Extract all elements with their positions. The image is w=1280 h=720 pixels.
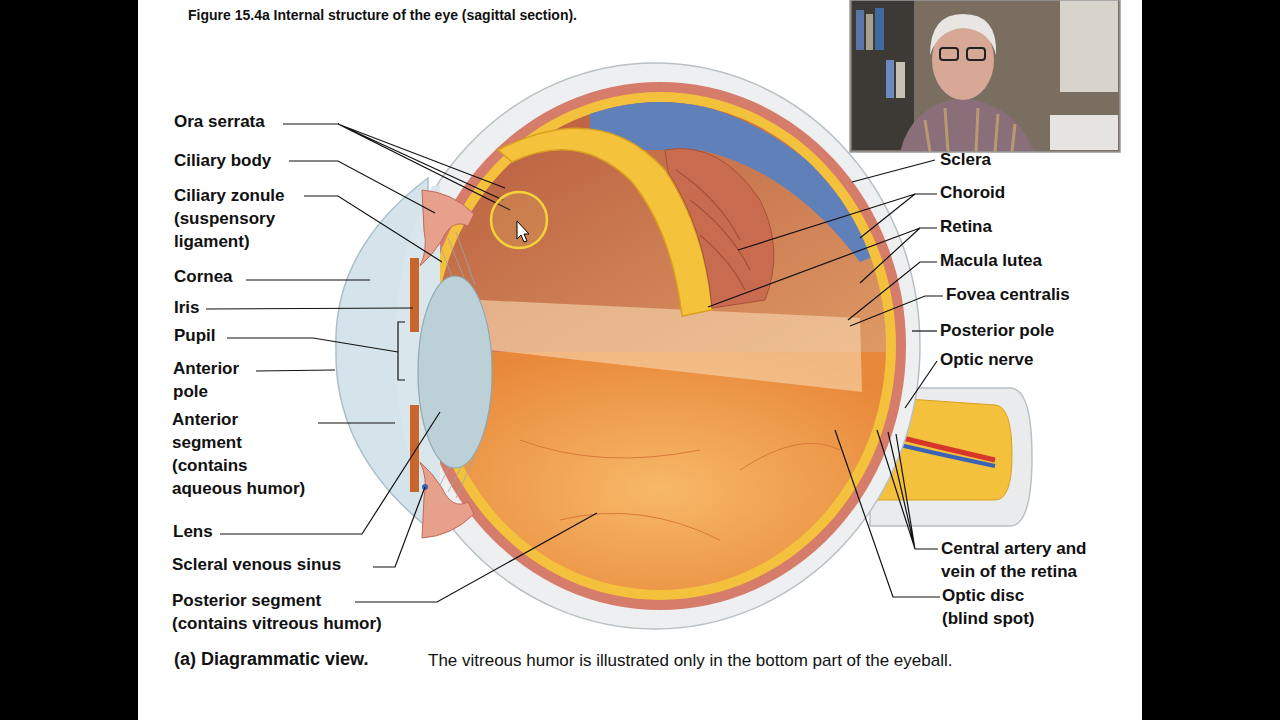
leader-lines [206, 124, 943, 602]
leader-line [227, 322, 405, 380]
leader-line [304, 196, 442, 262]
book [856, 10, 864, 50]
part-label: Fovea centralis [946, 283, 1070, 306]
part-label: Macula lutea [940, 249, 1042, 272]
leader-line [852, 160, 935, 182]
choroid-flap [665, 149, 774, 308]
page-panel [138, 0, 1142, 720]
leader-line [738, 194, 937, 250]
mouse-cursor [517, 221, 529, 242]
part-label: Posterior segment (contains vitreous hum… [172, 589, 390, 635]
part-label: Ciliary body [174, 149, 271, 172]
part-label: Lens [173, 520, 213, 543]
leader-line [905, 361, 937, 408]
part-label: Scleral venous sinus [172, 553, 341, 576]
part-label: Retina [940, 215, 992, 238]
shirt-stripes [925, 108, 1015, 152]
leader-line [708, 228, 937, 307]
leader-line [912, 330, 937, 331]
leader-line [256, 370, 335, 371]
leader-line [246, 279, 370, 280]
book [866, 14, 873, 50]
part-label: Posterior pole [940, 319, 1054, 342]
leader-line [283, 124, 510, 210]
part-label: Cornea [174, 265, 233, 288]
part-label: Sclera [940, 148, 991, 171]
part-label: Central artery and vein of the retina [941, 537, 1101, 583]
desk-items [1050, 115, 1118, 150]
leader-line [206, 308, 413, 309]
part-label: Anterior segment (contains aqueous humor… [172, 408, 310, 500]
leader-line [318, 422, 395, 423]
leader-line [850, 296, 943, 326]
figure-caption: (a) Diagrammatic view. [174, 648, 368, 671]
figure-title: Figure 15.4a Internal structure of the e… [188, 6, 577, 24]
window-light [1060, 0, 1118, 92]
part-label: Iris [174, 296, 200, 319]
leader-line [877, 430, 938, 549]
choroid-folds [676, 170, 750, 290]
book [886, 60, 894, 98]
ciliary-body-upper [420, 190, 474, 266]
part-label: Pupil [174, 324, 216, 347]
leader-line [220, 412, 440, 534]
part-label: Optic disc (blind spot) [942, 584, 1047, 630]
leader-line [355, 513, 597, 602]
book [896, 62, 905, 98]
part-label: Ora serrata [174, 110, 265, 133]
sclera-layer [390, 63, 920, 629]
vitreous-vessels [520, 440, 840, 540]
leader-line [835, 430, 940, 597]
section-plane [480, 300, 862, 392]
part-label: Ciliary zonule (suspensory ligament) [174, 184, 299, 253]
leader-line [848, 262, 937, 320]
ciliary-body-lower [420, 462, 474, 538]
part-label: Choroid [940, 181, 1005, 204]
bookshelf [852, 0, 914, 150]
iris-upper [410, 258, 419, 332]
webcam-background [850, 0, 1120, 152]
book [875, 8, 884, 50]
part-label: Optic nerve [940, 348, 1034, 371]
glasses [967, 48, 985, 60]
cursor-highlight [491, 192, 547, 248]
leader-line [289, 161, 435, 213]
eye-interior [420, 90, 900, 602]
iris-lower [410, 405, 419, 492]
lens-shape [418, 276, 492, 468]
glasses [940, 48, 958, 60]
leader-line [373, 487, 425, 567]
shirt [900, 98, 1034, 152]
caption-note: The vitreous humor is illustrated only i… [428, 649, 952, 672]
choroid-layer [414, 82, 906, 610]
webcam-frame [850, 0, 1120, 152]
webcam-inset [850, 0, 1120, 152]
part-label: Anterior pole [173, 357, 263, 403]
